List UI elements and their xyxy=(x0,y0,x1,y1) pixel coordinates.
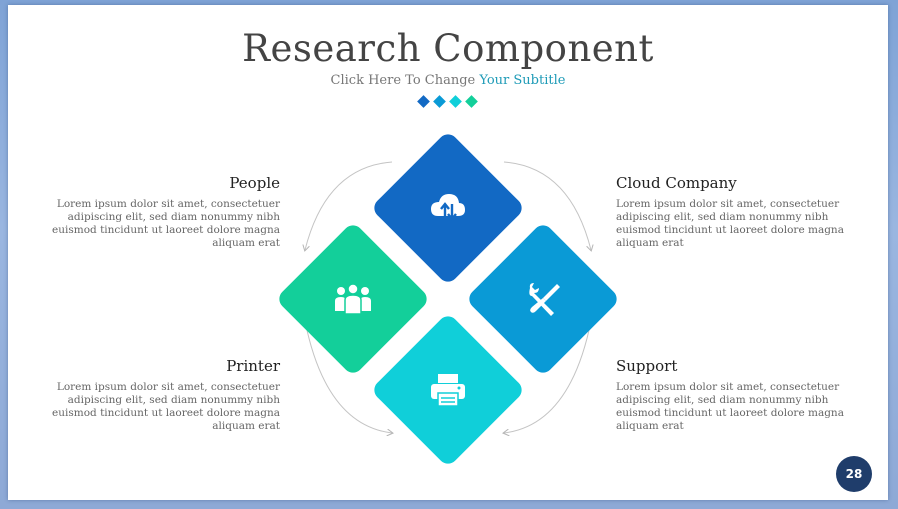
cloud-title[interactable]: Cloud Company xyxy=(616,174,737,192)
cloud-sync-icon xyxy=(423,183,473,233)
printer-icon xyxy=(423,365,473,415)
subtitle-prefix: Click Here To Change xyxy=(330,73,476,88)
printer-text[interactable]: Lorem ipsum dolor sit amet, consectetuer… xyxy=(52,381,280,432)
subtitle-accent: Your Subtitle xyxy=(479,73,566,88)
cloud-text[interactable]: Lorem ipsum dolor sit amet, consectetuer… xyxy=(616,198,844,249)
slide-title[interactable]: Research Component xyxy=(242,27,654,70)
connector-arrows xyxy=(8,161,888,500)
arrow-bottom-right xyxy=(504,320,592,433)
printer-title[interactable]: Printer xyxy=(226,357,280,375)
slide: Research Component Click Here To Change … xyxy=(8,5,888,500)
arrow-bottom-left xyxy=(304,320,392,433)
support-title[interactable]: Support xyxy=(616,357,678,375)
slide-subtitle[interactable]: Click Here To Change Your Subtitle xyxy=(8,73,888,88)
people-text[interactable]: Lorem ipsum dolor sit amet, consectetuer… xyxy=(52,198,280,249)
arrow-top-left xyxy=(305,161,393,250)
wrench-screwdriver-icon xyxy=(518,274,568,324)
people-group-icon xyxy=(328,274,378,324)
page-number-badge: 28 xyxy=(836,456,872,492)
arrow-top-right xyxy=(503,161,591,250)
support-text[interactable]: Lorem ipsum dolor sit amet, consectetuer… xyxy=(616,381,844,432)
people-title[interactable]: People xyxy=(229,174,280,192)
